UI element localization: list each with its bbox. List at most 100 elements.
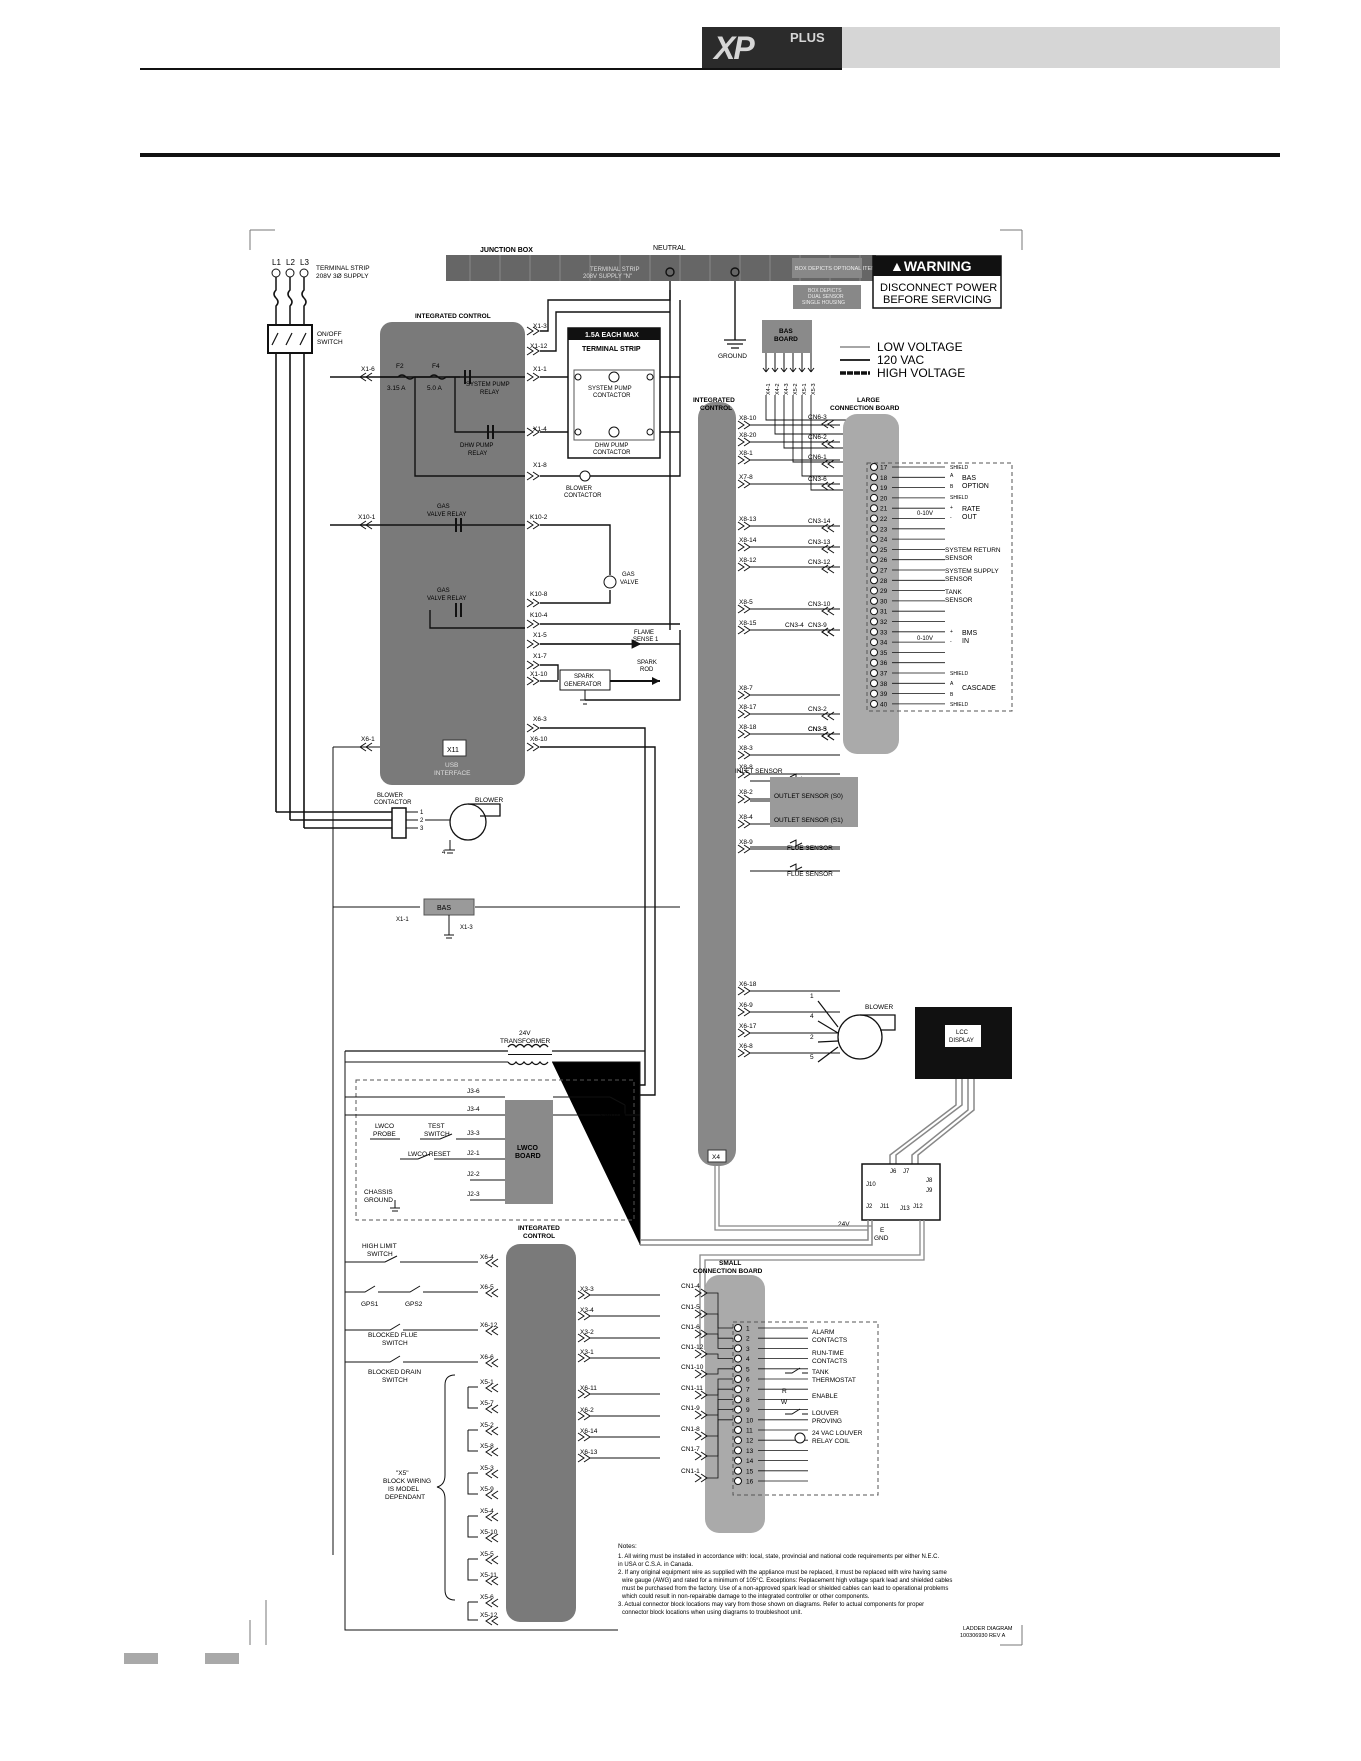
cn-cn3-5: CN3-5 [808, 726, 827, 733]
icb-rpin-x6-2: X6-2 [580, 1407, 594, 1414]
icb-rpin-x3-4: X3-4 [580, 1307, 594, 1314]
logo-superscript: PLUS [790, 30, 825, 45]
bms-plus: + [950, 629, 953, 635]
note-line-4: wire gauge (AWG) and rated for a minimum… [621, 1578, 952, 1584]
warning-line1: DISCONNECT POWER [880, 282, 997, 294]
scb-cn1-9: CN1-9 [681, 1405, 700, 1412]
blocked-flue-1: BLOCKED FLUE [368, 1332, 418, 1339]
lcb-terminal-37: 37 [880, 671, 888, 678]
icc-pin-x8-4: X8-4 [739, 814, 753, 821]
lcb-terminal-31: 31 [880, 609, 888, 616]
blower2-fan-icon [837, 1014, 883, 1060]
lwco-j2-1: J2-1 [467, 1150, 480, 1157]
lcb-terminal-23: 23 [880, 526, 888, 533]
sys-pump-relay-1: SYSTEM PUMP [466, 382, 510, 388]
rate-minus: - [950, 515, 952, 521]
fuse-f4: F4 [432, 363, 440, 370]
transformer-2: TRANSFORMER [500, 1038, 551, 1045]
usb-line1: USB [445, 762, 458, 769]
footer-tab-1 [124, 1653, 158, 1664]
lwco-j3-6: J3-6 [467, 1088, 480, 1095]
lcb-terminal-24: 24 [880, 537, 888, 544]
icb-title-2: CONTROL [523, 1233, 555, 1240]
diagram-id-1: LADDER DIAGRAM [963, 1626, 1013, 1632]
db-j2: J2 [866, 1204, 873, 1210]
icc-pin-x8-3: X8-3 [739, 745, 753, 752]
lcd-line1: LCC [956, 1030, 969, 1036]
lcb-terminal-19: 19 [880, 485, 888, 492]
icb-pin-x5-1: X5-1 [480, 1379, 494, 1386]
cascade-label: CASCADE [962, 685, 996, 692]
icc-pin-x8-1: X8-1 [739, 450, 753, 457]
bas-x1-1: X1-1 [396, 917, 409, 923]
icb-pin-x5-10: X5-10 [480, 1529, 498, 1536]
lcb-terminal-28: 28 [880, 578, 888, 585]
sys-return-2: SENSOR [945, 555, 973, 562]
lcb-terminal-27: 27 [880, 568, 888, 575]
conn-x1-10: X1-10 [530, 671, 548, 678]
icb-pin-x6-6: X6-6 [480, 1354, 494, 1361]
icc-pin-x8-18: X8-18 [739, 724, 757, 731]
bas-pin-2: X4-2 [775, 383, 781, 395]
strip-rating: 1.5A EACH MAX [585, 332, 639, 339]
tank-sensor-2: SENSOR [945, 597, 973, 604]
icc-pin-x8-20: X8-20 [739, 432, 757, 439]
db-j10: J10 [866, 1182, 876, 1188]
flame-sense-2: SENSE 1 [633, 637, 659, 643]
icc-pin-x7-8: X7-8 [739, 474, 753, 481]
blower2-label: BLOWER [865, 1004, 893, 1011]
icc-pin-x8-13: X8-13 [739, 516, 757, 523]
lcb-terminal-22: 22 [880, 516, 888, 523]
x5-note-2: BLOCK WIRING [383, 1478, 431, 1485]
integrated-control-bottom: INTEGRATED CONTROL HIGH LIMIT SWITCH GPS… [344, 1225, 660, 1626]
lcb-b-2: B [950, 692, 954, 698]
note-line-5: must be purchased from the factory. Use … [622, 1586, 948, 1592]
notes-block: Notes: 1. All wiring must be installed i… [618, 1543, 952, 1616]
lcd-line2: DISPLAY [949, 1038, 974, 1044]
dhw-pump-relay-2: RELAY [468, 451, 487, 457]
dhw-pump-relay-1: DHW PUMP [460, 443, 493, 449]
cn-cn3-12: CN3-12 [808, 559, 831, 566]
bas-board-2: BOARD [774, 336, 798, 343]
junction-box: JUNCTION BOX NEUTRAL TERMINAL STRIP 208V… [446, 245, 876, 309]
logo-text: XP [714, 30, 755, 66]
lcb-terminal-26: 26 [880, 557, 888, 564]
db-j8: J8 [926, 1178, 933, 1184]
conn-x10-1: X10-1 [358, 514, 376, 521]
footer-tab-2 [205, 1653, 239, 1664]
sys-supply-1: SYSTEM SUPPLY [945, 568, 999, 575]
onoff-line1: ON/OFF [317, 331, 342, 338]
icc-pin-x6-9: X6-9 [739, 1002, 753, 1009]
scb-cn1-6: CN1-6 [681, 1324, 700, 1331]
sys-contactor-2: CONTACTOR [593, 393, 631, 399]
lcb-terminal-33: 33 [880, 629, 888, 636]
blower-contactor-1: BLOWER [566, 486, 593, 492]
onoff-line2: SWITCH [317, 339, 343, 346]
frame-corners [249, 229, 1023, 1646]
term-w: W [781, 1399, 788, 1406]
conn-x6-1: X6-1 [361, 736, 375, 743]
icc-pin-x8-7: X8-7 [739, 685, 753, 692]
lcb-a-1: A [950, 473, 954, 479]
gas-relay1-1: GAS [437, 504, 450, 510]
runtime-1: RUN-TIME [812, 1350, 844, 1357]
line-l3: L3 [300, 258, 309, 267]
bms-in-1: BMS [962, 630, 978, 637]
ground-symbol [724, 339, 746, 349]
conn-x1-3: X1-3 [533, 323, 547, 330]
note-line-2: in USA or C.S.A. in Canada. [618, 1562, 693, 1568]
blower-fan-icon [449, 803, 487, 841]
alarm-1: ALARM [812, 1329, 834, 1336]
blocked-drain-2: SWITCH [382, 1377, 408, 1384]
line-l2: L2 [286, 258, 295, 267]
runtime-2: CONTACTS [812, 1358, 848, 1365]
blower-pin-1: 1 [420, 810, 424, 816]
diagram-id-2: 100306930 REV A [960, 1633, 1006, 1639]
gas-relay2-2: VALVE RELAY [427, 596, 466, 602]
coil-1: 24 VAC LOUVER [812, 1430, 863, 1437]
pump-terminal-strip: 1.5A EACH MAX TERMINAL STRIP SYSTEM PUMP… [567, 327, 661, 459]
rate-plus: + [950, 505, 953, 511]
chassis-ground-1: CHASSIS [364, 1189, 393, 1196]
cn-cn3-3: CN3-3 [808, 726, 827, 733]
lcb-shield-1: SHIELD [950, 465, 968, 471]
